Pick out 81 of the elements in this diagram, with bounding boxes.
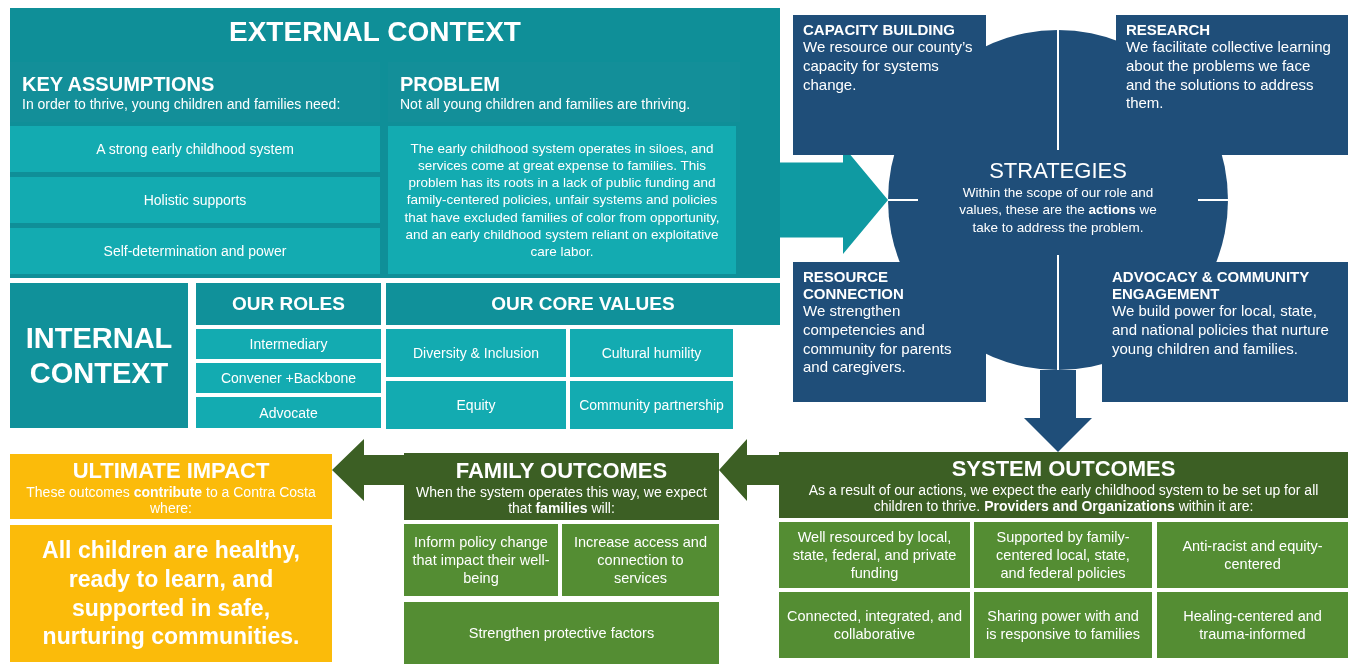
outcome-card [779, 592, 970, 658]
column-title: OUR CORE VALUES [491, 293, 675, 315]
card-text: Cultural humility [601, 345, 702, 361]
section-subtitle: Not all young children and families are thriving. [400, 95, 691, 112]
outcome-card [404, 524, 558, 596]
strategy-title: CAPACITY BUILDING [803, 21, 955, 38]
column-header [386, 283, 780, 325]
header-title: SYSTEM OUTCOMES [951, 456, 1176, 482]
strategy-title: RESEARCH [1126, 21, 1211, 38]
strategy-title: ADVOCACY & COMMUNITY ENGAGEMENT [1112, 268, 1310, 302]
header-description: These outcomes contribute to a Contra Costa where: [25, 483, 317, 516]
card-text: Healing-centered and trauma-informed [1182, 606, 1323, 644]
strategy-title: RESOURCE CONNECTION [803, 268, 905, 302]
impact-card [10, 525, 332, 662]
outcome-card [1157, 522, 1348, 588]
header-title: FAMILY OUTCOMES [455, 457, 668, 484]
header-description: When the system operates this way, we expect that families will: [415, 483, 708, 516]
outcome-card [404, 602, 719, 664]
impact-header [10, 454, 332, 519]
card-text: Sharing power with and is responsive to families [985, 606, 1141, 644]
item-card [10, 126, 380, 172]
item-card [570, 381, 733, 429]
section-card [10, 283, 188, 428]
header-description: As a result of our actions, we expect the early childhood system to be set up for all children to thrive. Providers and Organizations within it are: [807, 482, 1320, 514]
card-text: Strengthen protective factors [468, 623, 655, 643]
strategy-description: We build power for local, state, and national policies that nurture young children and families. [1112, 302, 1330, 359]
card-text: Well resourced by local, state, federal, and private funding [791, 527, 958, 583]
strategy-card [793, 262, 986, 402]
card-text: Community partnership [579, 397, 724, 413]
outcome-card [562, 524, 719, 596]
card-text: Increase access and connection to services [573, 532, 708, 588]
section-title: INTERNAL CONTEXT [24, 320, 174, 391]
column-title: OUR ROLES [232, 293, 345, 315]
strategy-card [1116, 15, 1348, 155]
strategy-description: We facilitate collective learning about the problems we face and the solutions to address them. [1126, 38, 1332, 113]
outcome-card [974, 592, 1152, 658]
card-text: Supported by family-centered local, state, and federal policies [995, 527, 1131, 583]
circle-title: STRATEGIES [989, 157, 1127, 184]
card-text: Equity [456, 397, 496, 413]
item-card [386, 329, 566, 377]
block-arrow [719, 439, 779, 501]
context-panel [10, 8, 780, 278]
block-arrow [1024, 370, 1092, 452]
card-text: Inform policy change that impact their well-being [412, 532, 550, 588]
strategy-description: We resource our county’s capacity for systems change. [803, 38, 974, 95]
item-card [196, 329, 381, 359]
item-card [10, 177, 380, 223]
item-card [10, 228, 380, 274]
card-text: Intermediary [249, 336, 328, 352]
card-text: Connected, integrated, and collaborative [787, 606, 962, 644]
panel-title: EXTERNAL CONTEXT [229, 16, 521, 48]
item-card [386, 381, 566, 429]
card-text: Convener +Backbone [220, 370, 356, 386]
card-text: Anti-racist and equity-centered [1181, 536, 1324, 574]
card-text: Self-determination and power [103, 243, 287, 259]
item-card [196, 363, 381, 393]
section-title: PROBLEM [400, 72, 500, 96]
item-card [570, 329, 733, 377]
section-title: KEY ASSUMPTIONS [22, 72, 215, 96]
impact-statement: All children are healthy, ready to learn, and supported in safe, nurturing communities. [41, 536, 301, 651]
strategy-card [1102, 262, 1348, 402]
section-header [10, 62, 380, 122]
strategy-card [793, 15, 986, 155]
outcome-header [404, 453, 719, 520]
column-header [196, 283, 381, 325]
card-text: Diversity & Inclusion [412, 345, 539, 361]
card-text: Advocate [259, 404, 318, 421]
card-text: Holistic supports [143, 192, 247, 208]
problem-card [388, 126, 736, 274]
card-text: A strong early childhood system [96, 141, 294, 157]
block-arrow [332, 439, 404, 501]
item-card [196, 397, 381, 428]
outcome-header [779, 452, 1348, 518]
strategy-description: We strengthen competencies and community for parents and caregivers. [803, 302, 953, 377]
card-text: The early childhood system operates in siloes, and services come at great expense to families. This problem has its roots in a lack of public funding and family-centered policies, unfair systems and policies that have excluded families of color from opportunity, and an early childhood system reliant on exploitative care labor. [403, 139, 721, 261]
header-title: ULTIMATE IMPACT [72, 457, 270, 484]
outcome-card [974, 522, 1152, 588]
outcome-card [1157, 592, 1348, 658]
circle-description: Within the scope of our role and values, these are the actions we take to address the problem. [958, 183, 1158, 237]
outcome-card [779, 522, 970, 588]
section-subtitle: In order to thrive, young children and families need: [22, 95, 341, 112]
